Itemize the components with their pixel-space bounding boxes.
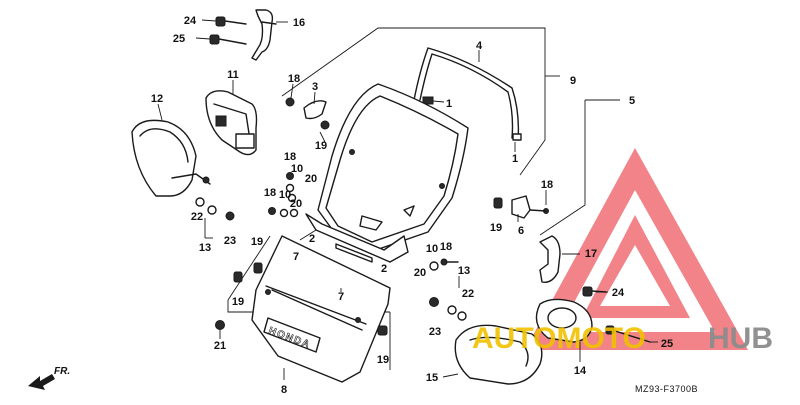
callout-25: 25 bbox=[173, 33, 185, 45]
assembly-outline bbox=[227, 27, 620, 370]
part-1-clip-lower bbox=[512, 133, 522, 141]
part-22-23-screws-right bbox=[429, 297, 467, 321]
part-24-bolt-top bbox=[215, 16, 247, 27]
part-15-turn-signal bbox=[454, 324, 543, 385]
callout-22: 22 bbox=[462, 288, 474, 300]
callout-22: 22 bbox=[191, 211, 203, 223]
callout-2: 2 bbox=[381, 263, 387, 275]
callout-19: 19 bbox=[377, 354, 389, 366]
part-25-bolt-top bbox=[209, 34, 247, 45]
callout-7: 7 bbox=[338, 291, 344, 303]
callout-15: 15 bbox=[426, 372, 438, 384]
callout-9: 9 bbox=[570, 75, 576, 87]
watermark-text: AUTOMOTO HUB bbox=[472, 322, 773, 355]
part-2-cowl bbox=[305, 213, 409, 263]
part-6-bracket bbox=[511, 195, 549, 219]
callout-18: 18 bbox=[264, 187, 276, 199]
part-22-23-screws-left bbox=[195, 197, 235, 221]
leader-lines bbox=[157, 19, 658, 380]
part-19-bolt-right bbox=[493, 197, 503, 209]
fasteners-center bbox=[429, 258, 459, 271]
callout-25: 25 bbox=[661, 338, 673, 350]
callout-3: 3 bbox=[312, 81, 318, 93]
callout-18: 18 bbox=[288, 73, 300, 85]
diagram-code: MZ93-F3700B bbox=[635, 384, 698, 394]
callout-10: 10 bbox=[279, 189, 291, 201]
callout-12: 12 bbox=[151, 93, 163, 105]
callout-19: 19 bbox=[315, 140, 327, 152]
callout-19: 19 bbox=[490, 222, 502, 234]
callout-4: 4 bbox=[476, 40, 483, 52]
direction-label: FR. bbox=[54, 366, 70, 377]
callout-18: 18 bbox=[541, 179, 553, 191]
windscreen bbox=[317, 83, 469, 253]
part-12-mirror bbox=[131, 119, 211, 197]
part-8-inner-panel: HONDA bbox=[251, 235, 391, 383]
part-14-turn-signal bbox=[535, 298, 593, 343]
fasteners-lower-left bbox=[215, 262, 388, 336]
fasteners-column bbox=[268, 97, 330, 218]
callout-13: 13 bbox=[458, 265, 470, 277]
callout-5: 5 bbox=[629, 95, 635, 107]
callout-20: 20 bbox=[414, 267, 426, 279]
callout-20: 20 bbox=[305, 173, 317, 185]
callout-23: 23 bbox=[429, 326, 441, 338]
callout-24: 24 bbox=[612, 287, 625, 299]
callout-7: 7 bbox=[293, 251, 299, 263]
watermark-text-right: HUB bbox=[708, 322, 773, 355]
callout-20: 20 bbox=[290, 198, 302, 210]
callout-18: 18 bbox=[440, 241, 452, 253]
callout-21: 21 bbox=[214, 340, 226, 352]
part-25-bolt-right bbox=[605, 325, 651, 343]
callout-2: 2 bbox=[309, 233, 315, 245]
callout-6: 6 bbox=[518, 225, 524, 237]
part-17-bracket bbox=[539, 235, 561, 283]
callout-10: 10 bbox=[291, 163, 303, 175]
callout-24: 24 bbox=[184, 15, 197, 27]
callout-14: 14 bbox=[574, 365, 587, 377]
callout-19: 19 bbox=[251, 236, 263, 248]
front-direction-arrow bbox=[28, 374, 55, 390]
callout-1: 1 bbox=[512, 153, 518, 165]
part-11-mirror-mount bbox=[205, 90, 258, 156]
callout-18: 18 bbox=[284, 151, 296, 163]
part-16-bracket bbox=[251, 9, 277, 61]
part-3-bracket bbox=[303, 100, 327, 120]
callout-8: 8 bbox=[281, 384, 287, 396]
callout-23: 23 bbox=[224, 235, 236, 247]
callout-10: 10 bbox=[426, 243, 438, 255]
callout-13: 13 bbox=[199, 242, 211, 254]
callout-16: 16 bbox=[293, 17, 305, 29]
callout-11: 11 bbox=[227, 69, 239, 81]
callout-1: 1 bbox=[446, 98, 452, 110]
callout-17: 17 bbox=[585, 248, 597, 260]
watermark-text-left: AUTOMOTO bbox=[472, 322, 646, 355]
part-1-clip-upper bbox=[422, 96, 434, 105]
callout-19: 19 bbox=[232, 296, 244, 308]
part-4-screen-trim bbox=[413, 47, 520, 141]
